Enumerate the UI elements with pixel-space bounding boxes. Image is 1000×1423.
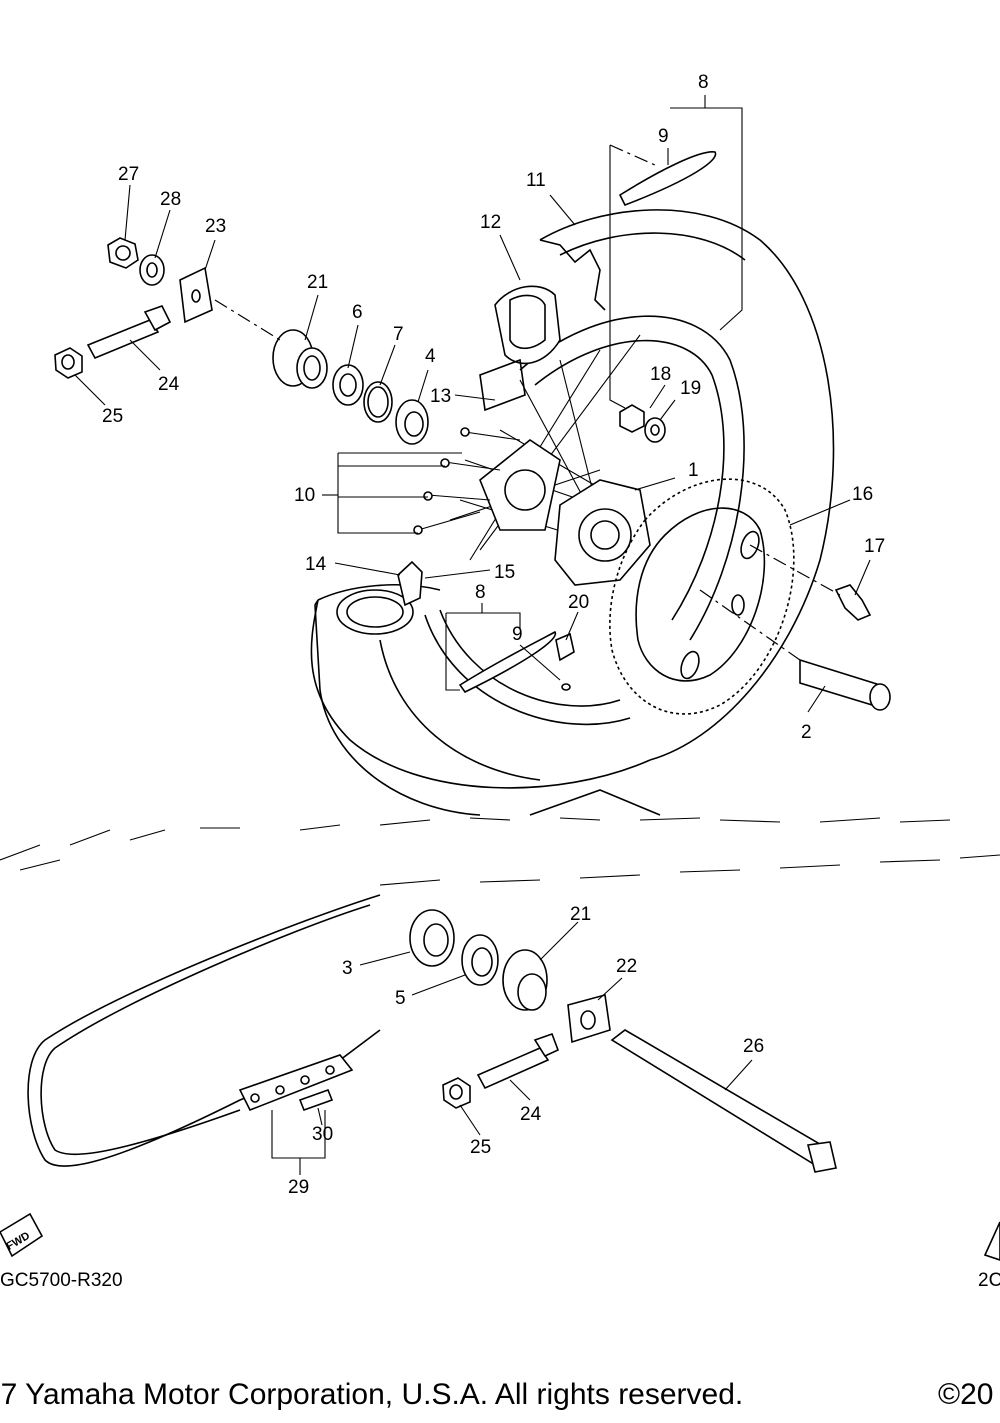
callout-12: 12 (480, 212, 501, 233)
chain-puller-22 (567, 993, 611, 1044)
fwd-arrow-right-icon (983, 1221, 1000, 1261)
rear-tire (310, 209, 835, 816)
callout-labels: 1 2 3 4 5 6 7 8 8 9 9 10 11 12 13 14 15 … (102, 72, 885, 1198)
callout-30: 30 (312, 1124, 333, 1145)
fwd-arrow-icon: FWD (0, 1212, 44, 1258)
callout-6: 6 (352, 302, 363, 323)
callout-22: 22 (616, 956, 637, 977)
rim-band (479, 239, 606, 412)
lock-14 (397, 560, 423, 607)
callout-24-upper: 24 (158, 374, 180, 395)
bolt-17 (834, 584, 872, 621)
nut-25b (442, 1077, 471, 1109)
bearing-4 (395, 399, 429, 445)
wheel-axle-26 (610, 1029, 837, 1173)
adjusting-bolt-24a (86, 305, 172, 360)
oil-seal-5 (461, 934, 499, 986)
callout-18: 18 (650, 364, 671, 385)
rim-strip-upper (618, 151, 717, 207)
callout-26: 26 (743, 1036, 764, 1057)
drive-chain (27, 894, 381, 1167)
callout-11: 11 (526, 170, 546, 191)
shaft-2 (799, 658, 891, 711)
callout-10: 10 (294, 485, 315, 506)
callout-4: 4 (425, 346, 436, 367)
callout-1: 1 (688, 460, 699, 481)
valve-20 (555, 632, 575, 691)
callout-24-lower: 24 (520, 1104, 542, 1125)
callout-3: 3 (342, 958, 353, 979)
nut-18 (619, 404, 645, 433)
callout-25-lower: 25 (470, 1137, 491, 1158)
callout-15: 15 (494, 562, 515, 583)
diagram-code-right: 2C (978, 1270, 1000, 1291)
bearing-3 (409, 909, 455, 967)
callout-16: 16 (852, 484, 873, 505)
callout-9-upper: 9 (658, 126, 669, 147)
rear-hub (479, 439, 651, 586)
callout-29: 29 (288, 1177, 309, 1198)
callout-7: 7 (393, 324, 404, 345)
callout-17: 17 (864, 536, 885, 557)
frame-break-line (0, 817, 1000, 886)
callout-23: 23 (205, 216, 226, 237)
callout-19: 19 (680, 378, 701, 399)
axle-nut-27 (107, 237, 139, 269)
callout-8-lower: 8 (475, 582, 486, 603)
copyright-notice: 17 Yamaha Motor Corporation, U.S.A. All … (0, 1378, 744, 1411)
callout-28: 28 (160, 189, 181, 210)
callout-8-upper: 8 (698, 72, 709, 93)
rear-sprocket (609, 478, 795, 715)
circlip-7 (363, 381, 393, 423)
callout-13: 13 (430, 386, 451, 407)
washer-19 (644, 417, 666, 443)
nut-25a (54, 347, 83, 379)
callout-20: 20 (568, 592, 589, 613)
callout-21-upper: 21 (307, 272, 328, 293)
tire-lower-section (317, 584, 441, 635)
callout-5: 5 (395, 988, 406, 1009)
callout-9-lower: 9 (512, 624, 523, 645)
nipple-10-spokes (413, 427, 521, 535)
callout-21-lower: 21 (570, 904, 591, 925)
chain-puller-23 (179, 266, 213, 324)
collar-21a (272, 329, 328, 389)
oil-seal-6 (332, 364, 364, 406)
diagram-code-left: GC5700-R320 (0, 1270, 123, 1291)
adjusting-bolt-24b (476, 1032, 560, 1090)
callout-14: 14 (305, 554, 327, 575)
collar-21b (502, 949, 548, 1011)
washer-28 (139, 254, 165, 286)
callout-27: 27 (118, 164, 139, 185)
leader-lines (74, 95, 871, 1175)
copyright-notice-right: ©20 (938, 1378, 994, 1411)
rim-strip-lower (458, 630, 557, 694)
callout-25-upper: 25 (102, 406, 123, 427)
callout-2: 2 (801, 722, 812, 743)
